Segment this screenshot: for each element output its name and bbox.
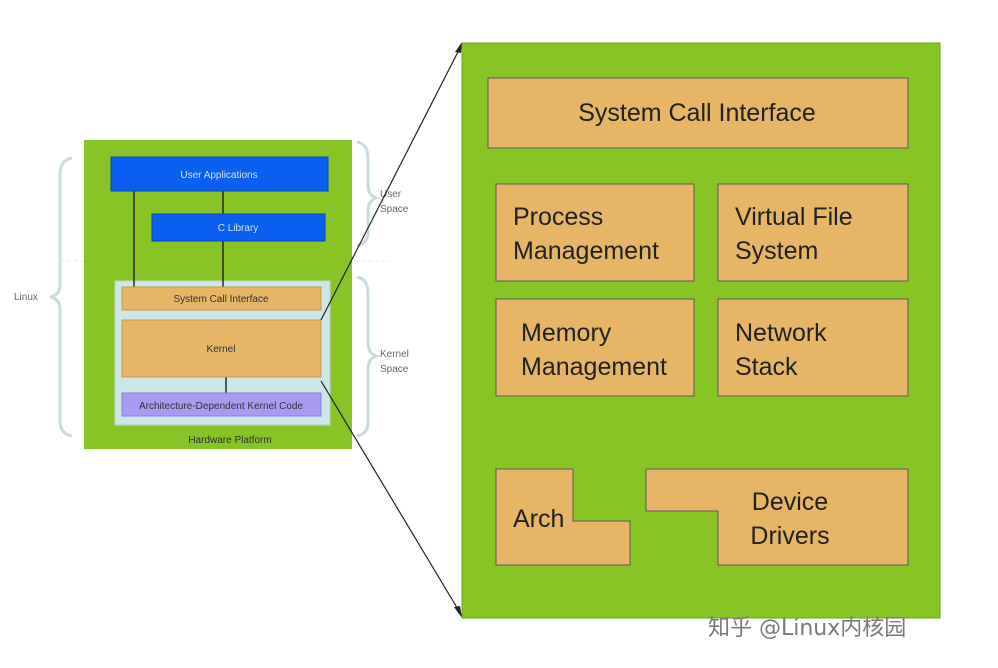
- device-drivers-box: [645, 468, 909, 566]
- virtual-file-system-label-line2: System: [735, 237, 818, 265]
- kernel-space-brace: [356, 275, 381, 438]
- user-space-brace: [356, 140, 381, 248]
- kernel-box: [121, 319, 322, 378]
- hardware-platform-label: Hardware Platform: [188, 435, 271, 446]
- zoom-line-top: [320, 43, 463, 321]
- memory-management-label-line2: Management: [521, 353, 667, 381]
- c-library-label: C Library: [218, 223, 259, 234]
- process-management-label-line2: Management: [513, 237, 659, 265]
- zoom-arrowhead-top: [455, 42, 462, 53]
- arch-box: [495, 468, 631, 566]
- small-system-call-interface-label: System Call Interface: [173, 294, 268, 305]
- c-library-box: [151, 213, 326, 242]
- device-drivers-label-line2: Drivers: [750, 522, 829, 550]
- system-call-interface-box: [487, 77, 909, 149]
- virtual-file-system-box: [717, 183, 909, 282]
- user-applications-label: User Applications: [180, 170, 257, 181]
- zoom-arrowhead-bottom: [454, 606, 462, 618]
- linux-brace: [49, 156, 73, 438]
- watermark-text: 知乎 @Linux内核园: [708, 616, 906, 641]
- zoom-line-bottom: [320, 380, 463, 617]
- device-drivers-label-line1: Device: [752, 488, 828, 516]
- label-user-space-line2: Space: [380, 204, 409, 215]
- label-kernel-space-line1: Kernel: [380, 349, 409, 360]
- memory-management-label-line1: Memory: [521, 319, 612, 347]
- memory-management-box: [495, 298, 695, 397]
- network-stack-box: [717, 298, 909, 397]
- arch-label: Arch: [513, 505, 564, 533]
- small-system-call-interface-box: [121, 286, 322, 311]
- system-call-interface-label: System Call Interface: [578, 99, 816, 127]
- arch-dependent-code-box: [121, 392, 322, 417]
- kernel-label: Kernel: [207, 344, 236, 355]
- user-applications-box: [110, 156, 329, 192]
- network-stack-label-line2: Stack: [735, 353, 798, 381]
- virtual-file-system-label-line1: Virtual File: [735, 203, 853, 231]
- label-user-space-line1: User: [380, 189, 402, 200]
- process-management-box: [495, 183, 695, 282]
- label-linux: Linux: [14, 292, 38, 303]
- network-stack-label-line1: Network: [735, 319, 827, 347]
- arch-dependent-code-label: Architecture-Dependent Kernel Code: [139, 401, 303, 412]
- label-kernel-space-line2: Space: [380, 364, 409, 375]
- process-management-label-line1: Process: [513, 203, 603, 231]
